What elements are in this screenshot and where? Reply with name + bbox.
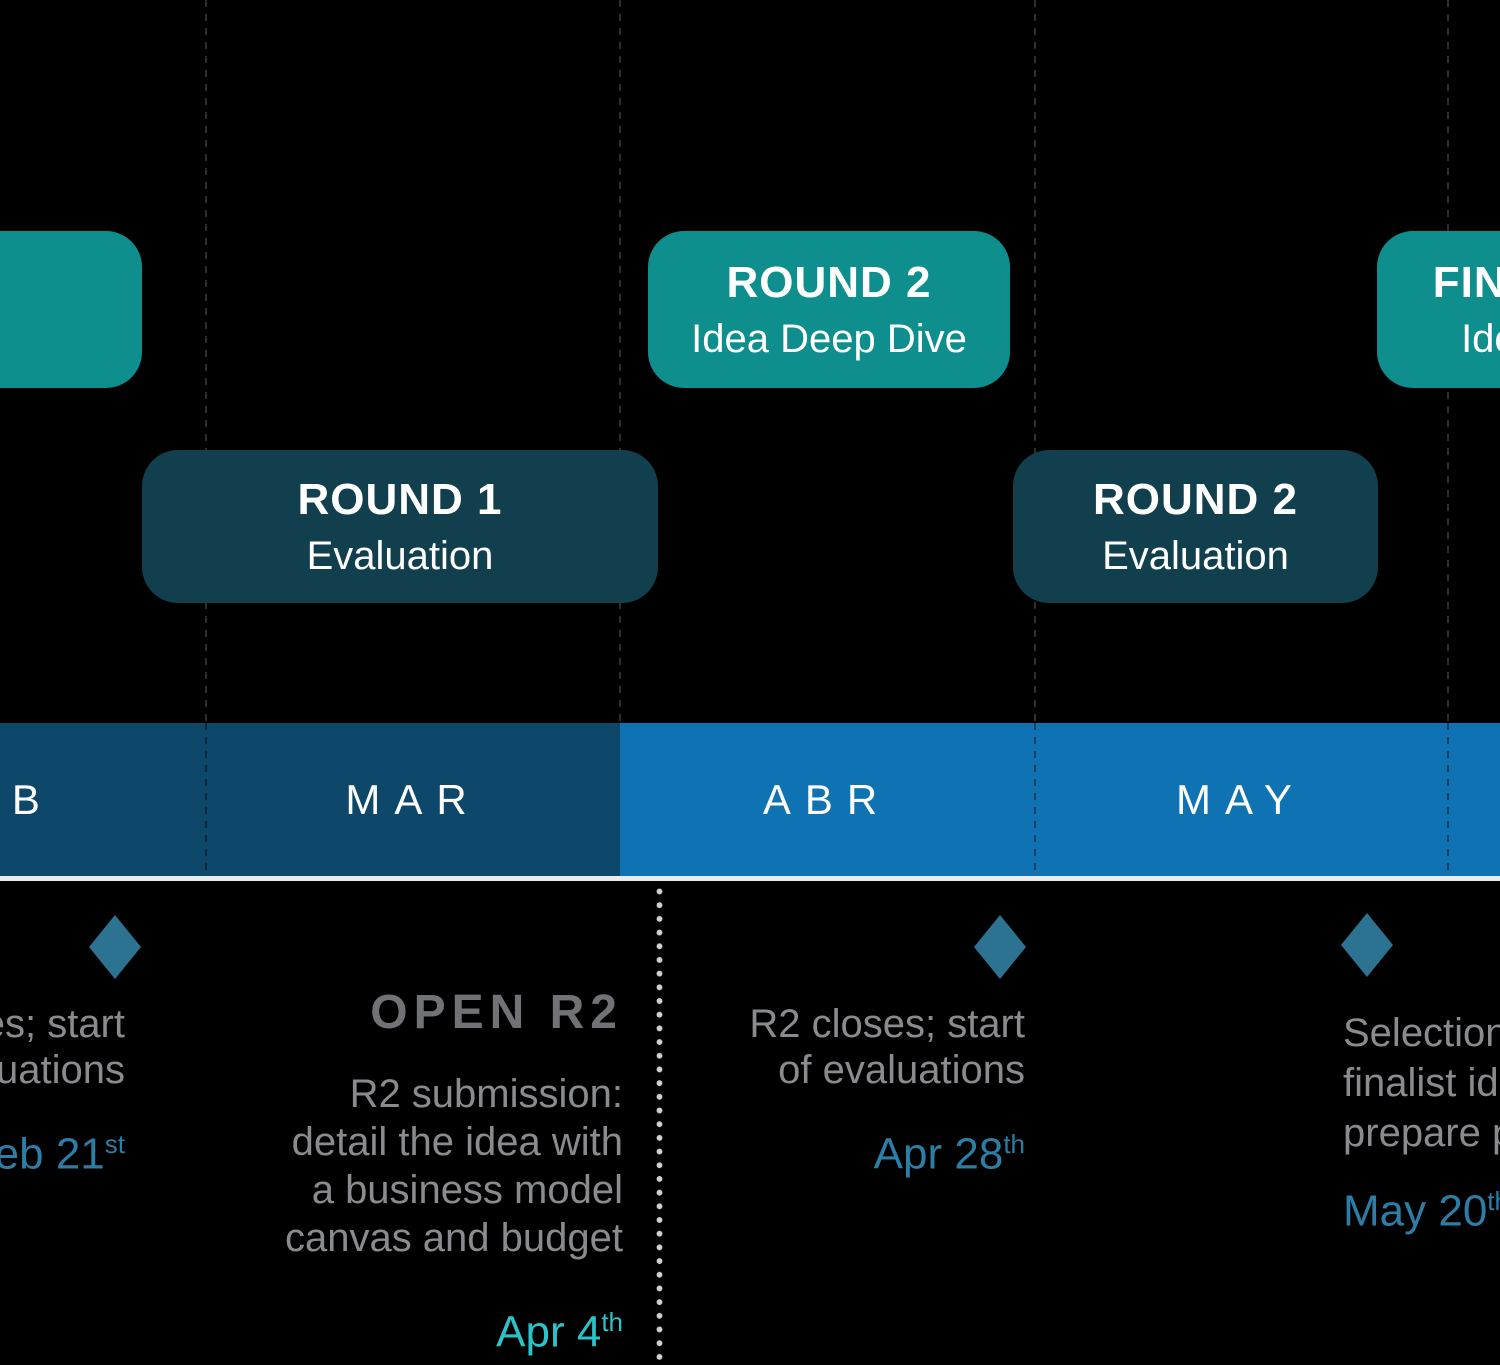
milestone-date: Apr 4th — [103, 1307, 623, 1358]
milestone-text: R2 closes; start — [749, 1002, 1025, 1046]
phase-box-round2-deepdive: ROUND 2 Idea Deep Dive — [648, 231, 1010, 388]
month-label-feb: FEB — [0, 776, 54, 823]
milestone-date: Apr 28th — [605, 1129, 1025, 1180]
phase-box-title: FINAL — [1432, 257, 1500, 307]
diamond-marker-feb21 — [89, 915, 141, 979]
milestone-text: R2 submission: — [349, 1072, 623, 1116]
milestone-text: a business model — [311, 1168, 623, 1212]
milestone-text: of evaluations — [778, 1048, 1025, 1092]
milestone-body: R2 submission: detail the idea with a bu… — [103, 1070, 623, 1262]
phase-box-subtitle: Idea — [1461, 316, 1500, 361]
milestone-text: finalist ideas; — [1343, 1061, 1500, 1105]
date-text: Feb 21 — [0, 1129, 105, 1179]
phase-box-subtitle: Evaluation — [306, 533, 494, 578]
date-text: Apr 4 — [496, 1307, 602, 1357]
date-text: Apr 28 — [873, 1129, 1004, 1179]
dotted-divider-line — [656, 888, 663, 1365]
month-label-may: MAY — [1176, 776, 1306, 823]
date-text: May 20 — [1343, 1186, 1488, 1236]
milestone-text: canvas and budget — [284, 1216, 623, 1260]
month-label-abr: ABR — [762, 776, 892, 823]
month-gridline — [1034, 0, 1036, 723]
milestone-text: R1 closes; start — [0, 1002, 125, 1046]
phase-box-open-r1 — [0, 231, 142, 388]
milestone-text: detail the idea with — [291, 1120, 623, 1164]
diamond-marker-apr28 — [974, 915, 1026, 979]
phase-box-subtitle: Idea Deep Dive — [691, 316, 967, 361]
milestone-title: OPEN R2 — [370, 986, 623, 1039]
date-ordinal: th — [1003, 1129, 1025, 1159]
milestone-text: prepare pitch — [1343, 1111, 1500, 1155]
phase-box-subtitle: Evaluation — [1102, 533, 1289, 578]
phase-box-round2-eval: ROUND 2 Evaluation — [1013, 450, 1378, 603]
phase-box-title: ROUND 1 — [297, 474, 503, 524]
milestone-finalist-selection: Selection of finalist ideas; prepare pit… — [1343, 1008, 1500, 1237]
month-band-dark-segment — [0, 723, 620, 876]
milestone-open-r2: OPEN R2 R2 submission: detail the idea w… — [103, 985, 623, 1358]
phase-box-title: ROUND 2 — [726, 257, 932, 307]
milestone-date: May 20th — [1343, 1186, 1500, 1237]
band-underline — [0, 876, 1500, 881]
milestone-date: Feb 21st — [0, 1129, 125, 1180]
milestone-text: Selection of — [1343, 1011, 1500, 1055]
phase-box-title: ROUND 2 — [1092, 474, 1299, 524]
month-gridline — [205, 0, 207, 723]
diamond-marker-may20 — [1341, 913, 1393, 977]
month-separator — [1447, 723, 1449, 876]
date-ordinal: th — [601, 1307, 623, 1337]
month-label-mar: MAR — [345, 776, 481, 823]
date-ordinal: th — [1487, 1186, 1500, 1216]
milestone-r2-closes: R2 closes; start of evaluations Apr 28th — [605, 1001, 1025, 1180]
milestone-text: of evaluations — [0, 1048, 125, 1092]
month-band: FEB MAR ABR MAY — [0, 723, 1500, 876]
month-separator — [205, 723, 207, 876]
milestone-r1-closes: R1 closes; start of evaluations Feb 21st — [0, 1001, 125, 1180]
month-gridline — [619, 0, 621, 723]
date-ordinal: st — [104, 1129, 125, 1159]
phase-box-final: FINAL Idea — [1377, 231, 1500, 388]
month-separator — [1034, 723, 1036, 876]
phase-box-round1-eval: ROUND 1 Evaluation — [142, 450, 658, 603]
